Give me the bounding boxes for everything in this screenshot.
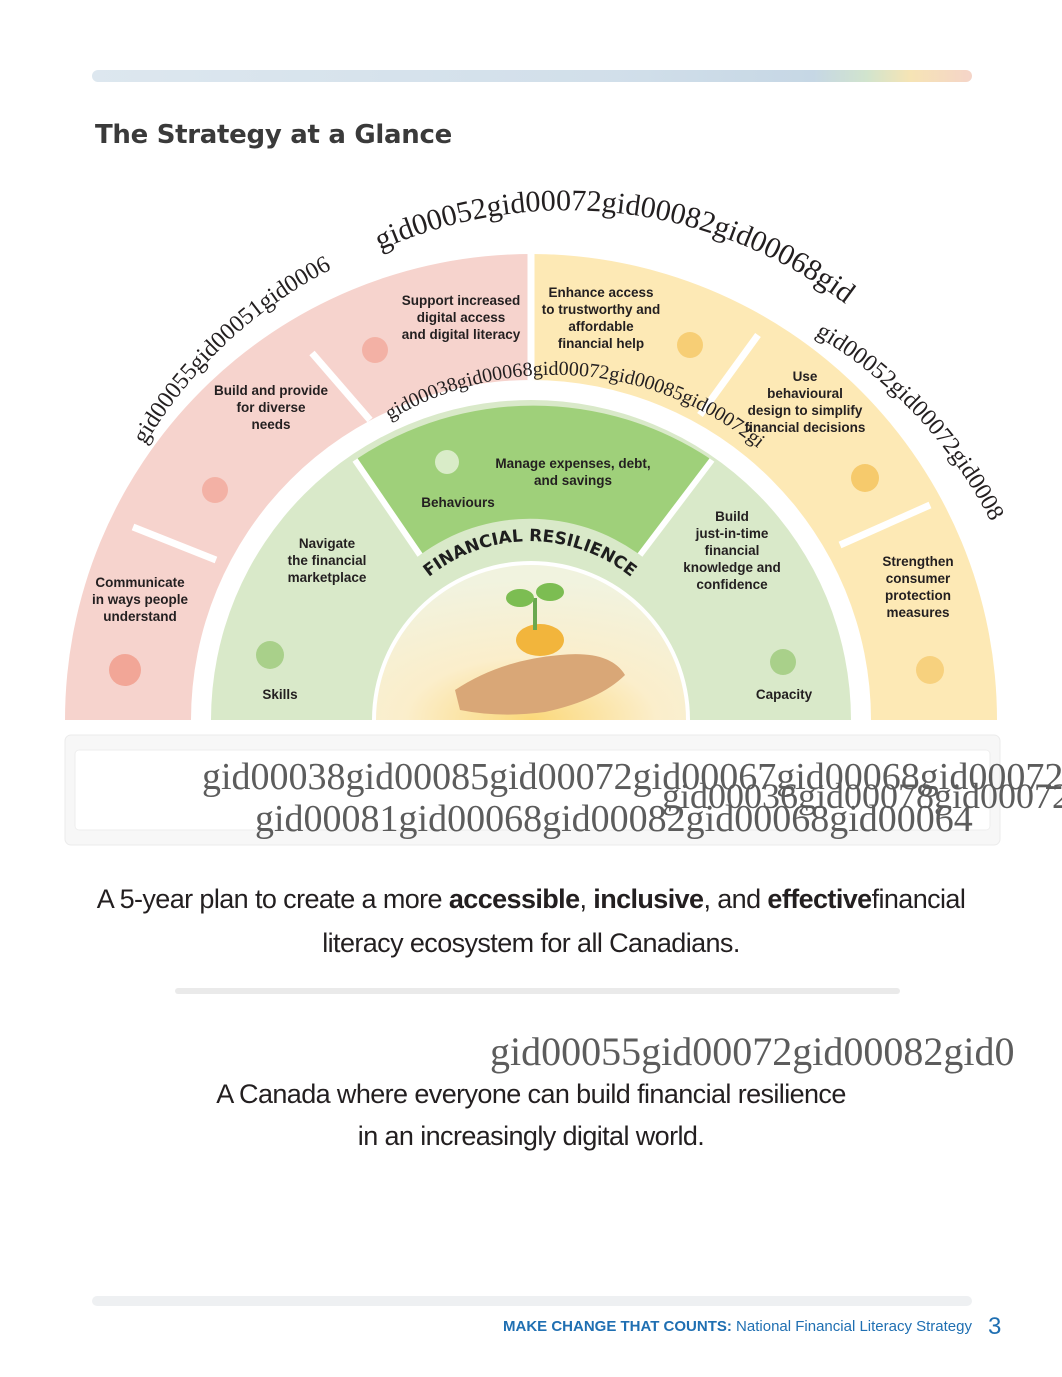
strategy-diagram: gid00052gid00072gid00082gid00068gid00038… — [0, 170, 1009, 846]
inner-dividers — [352, 458, 715, 557]
protection-icon — [916, 656, 944, 684]
outer-dividers — [131, 254, 932, 564]
label-communicate: Communicate in ways people understand — [91, 575, 189, 624]
label-manage: Manage expenses, debt, and savings — [495, 456, 651, 488]
base-text-line2: gid00081gid00068gid00082gid00068gid00064 — [255, 798, 973, 840]
pillar-capacity: Capacity — [755, 687, 813, 702]
capacity-icon — [770, 649, 796, 675]
base-text-line1: gid00038gid00085gid00072gid00067gid00068… — [202, 756, 1062, 798]
digital-icon — [362, 337, 388, 363]
pillar-behaviours: Behaviours — [421, 495, 495, 510]
vision-line-2: in an increasingly digital world. — [357, 1121, 705, 1151]
label-consumer-protection: Strengthen consumer protection measures — [882, 554, 954, 620]
label-digital-access: Support increased digital access and dig… — [401, 293, 521, 342]
outer-icons — [109, 332, 944, 686]
page-number: 3 — [988, 1313, 1002, 1340]
diversity-icon — [202, 477, 228, 503]
plan-word-inclusive: inclusive — [593, 884, 704, 914]
plan-word-accessible: accessible — [448, 884, 580, 914]
inner-band-center — [355, 405, 712, 555]
plan-sep-2: , and — [703, 884, 768, 914]
speech-icon — [109, 654, 141, 686]
skills-icon — [256, 641, 284, 669]
page-title: The Strategy at a Glance — [95, 120, 452, 150]
footer-doc-subtitle: National Financial Literacy Strategy — [736, 1318, 972, 1335]
vision-line-1: A Canada where everyone can build financ… — [216, 1079, 846, 1109]
outer-band-red — [65, 254, 531, 720]
design-icon — [851, 464, 879, 492]
outer-band-yellow — [531, 254, 997, 720]
pillar-skills: Skills — [262, 687, 298, 702]
middle-divider — [175, 988, 900, 994]
plan-text-post: financial — [871, 884, 966, 914]
bottom-decorative-rule — [92, 1296, 972, 1306]
label-build-provide: Build and provide for diverse needs — [213, 383, 328, 432]
footer-running-title: MAKE CHANGE THAT COUNTS: National Financ… — [503, 1318, 972, 1335]
base-text-line1b: gid00036gid00078gid00072 — [662, 776, 1062, 816]
footer-doc-title: MAKE CHANGE THAT COUNTS: — [503, 1318, 732, 1335]
base-bar-inner — [74, 749, 991, 831]
plan-word-effective: effective — [767, 884, 872, 914]
plan-text-pre: A 5-year plan to create a more — [96, 884, 449, 914]
plan-sep-1: , — [579, 884, 594, 914]
label-navigate: Navigate the financial marketplace — [287, 536, 367, 585]
hand-plant-illustration — [455, 583, 625, 715]
label-build-knowledge: Build just-in-time financial knowledge a… — [683, 509, 781, 592]
label-financial-help: Enhance access to trustworthy and afford… — [541, 285, 661, 351]
behaviours-icon — [435, 450, 459, 474]
vision-glyph-heading: gid00055gid00072gid00082gid0 — [490, 1029, 1015, 1074]
plan-line-2: literacy ecosystem for all Canadians. — [322, 928, 740, 958]
vision-statement: A Canada where everyone can build financ… — [60, 1073, 1002, 1157]
inner-icons — [256, 450, 796, 675]
help-icon — [677, 332, 703, 358]
top-decorative-rule — [92, 70, 972, 82]
label-behavioural-design: Use behavioural design to simplify finan… — [744, 369, 866, 435]
plan-statement: A 5-year plan to create a more accessibl… — [60, 877, 1002, 965]
